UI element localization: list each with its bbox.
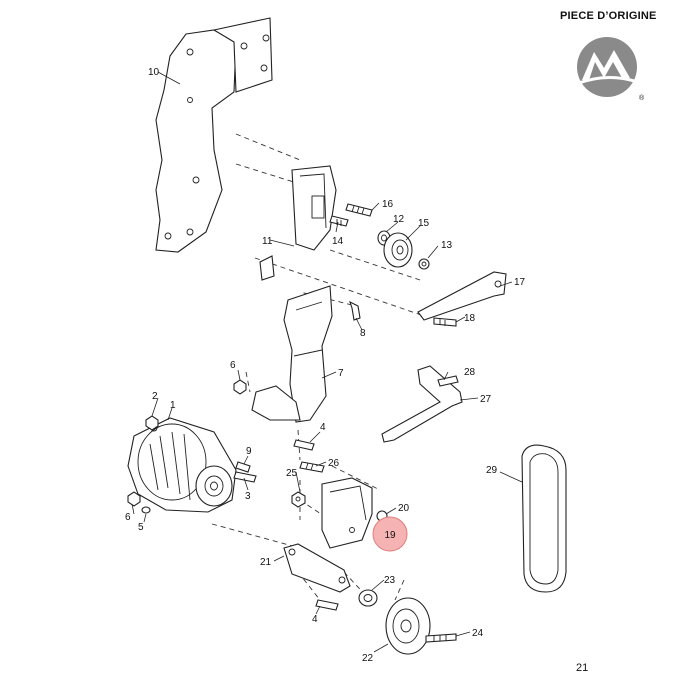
callout-9: 9 (246, 446, 252, 457)
callout-21: 21 (260, 557, 272, 568)
part-23-spacer (358, 589, 378, 607)
part-11-small-bracket (259, 165, 337, 281)
callout-23: 23 (384, 575, 396, 586)
part-21-plate (283, 543, 351, 593)
part-8-bolt (349, 300, 361, 321)
callout-22: 22 (362, 653, 374, 664)
callout-6-upper: 6 (230, 360, 236, 371)
callout-8: 8 (360, 328, 366, 339)
part-29-belt (521, 444, 567, 593)
callout-3: 3 (245, 491, 251, 502)
callout-5: 5 (138, 522, 144, 533)
part-26-bolt (299, 461, 325, 473)
part-25-nut (291, 491, 306, 508)
callout-27: 27 (480, 394, 492, 405)
part-24-bolt (425, 633, 457, 643)
part-28-bolt (437, 375, 459, 387)
part-18-bolt (433, 317, 457, 327)
callout-7: 7 (338, 368, 344, 379)
callout-4-lower: 4 (312, 614, 318, 625)
part-4-bolt-upper (293, 439, 315, 451)
callout-24: 24 (472, 628, 484, 639)
part-6-nut-upper (233, 379, 247, 395)
part-1-alternator (127, 417, 237, 513)
callout-18: 18 (464, 313, 476, 324)
callout-10: 10 (148, 67, 160, 78)
callout-2: 2 (152, 391, 158, 402)
callout-11: 11 (262, 236, 273, 247)
callout-6-lower: 6 (125, 512, 131, 523)
callout-26: 26 (328, 458, 340, 469)
part-7-bracket (251, 285, 333, 423)
callout-15: 15 (418, 218, 430, 229)
part-22-pulley (385, 597, 431, 655)
part-15-idler-pulley (383, 232, 413, 268)
callout-25: 25 (286, 468, 298, 479)
page-number: 21 (576, 662, 589, 674)
callout-12: 12 (393, 214, 405, 225)
part-14-bolt (329, 215, 349, 227)
brand-label: PIECE D’ORIGINE (560, 10, 657, 22)
part-3-bolt (233, 471, 257, 483)
part-5-washer (141, 506, 151, 514)
part-6-nut-lower (127, 491, 141, 507)
mercury-m-logo-icon (575, 37, 639, 97)
part-9-bolt (235, 461, 251, 473)
callout-14: 14 (332, 236, 344, 247)
registered-mark: ® (639, 95, 645, 102)
callout-29: 29 (486, 465, 498, 476)
part-10-mounting-bracket (155, 17, 273, 253)
callout-4-upper: 4 (320, 422, 326, 433)
callout-16: 16 (382, 199, 394, 210)
part-17-support-bar (417, 271, 507, 321)
callout-19: 19 (384, 530, 396, 541)
callout-leader-lines (131, 71, 523, 653)
part-19-bracket (321, 477, 373, 549)
callout-labels: 10 11 16 14 12 15 13 17 18 8 7 6 2 1 9 3… (125, 67, 526, 664)
highlight-marker-19[interactable]: 19 (372, 516, 408, 552)
callout-28: 28 (464, 367, 476, 378)
callout-17: 17 (514, 277, 526, 288)
part-4-bolt-lower (315, 599, 339, 611)
part-13-nut (418, 258, 430, 270)
part-16-bolt (345, 203, 373, 217)
callout-20: 20 (398, 503, 410, 514)
callout-1: 1 (170, 400, 176, 411)
callout-13: 13 (441, 240, 453, 251)
